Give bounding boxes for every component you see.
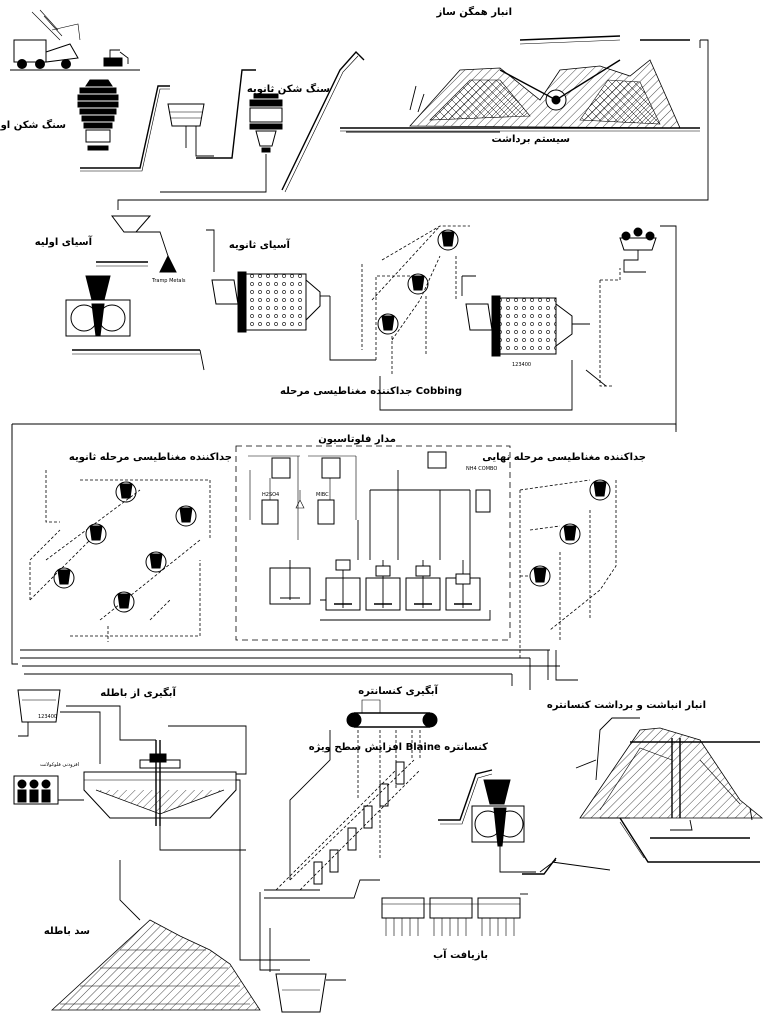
secondary-ball-mill-icon <box>211 271 330 333</box>
haul-truck-icon <box>10 9 140 71</box>
secondary-crusher-icon <box>249 93 283 153</box>
cobbing-separators <box>361 225 470 376</box>
crushing-section: سنگ شکن اولیه سنگ شکن ثانویه <box>0 5 709 210</box>
tailings-pump-box-icon: 123400 <box>17 689 61 737</box>
secondary-crusher-label: سنگ شکن ثانویه <box>247 83 330 95</box>
blaine-hpgr-icon <box>471 779 525 847</box>
milling-section: Tramp Metals آسیای اولیه آسیای ثانویه <box>11 215 677 665</box>
tailings-dam-icon <box>50 919 261 1011</box>
concentrate-storage-label: انبار انباشت و برداشت کنسانتره <box>547 700 706 711</box>
mibc-label: MIBC <box>316 492 329 498</box>
blaine-label: افزایش سطح ویژه Blaine کنسانتره <box>309 742 488 753</box>
tramp-metals-label: Tramp Metals <box>151 278 186 284</box>
flotation-boundary <box>235 445 511 641</box>
reagent-label: NH4 COMBO <box>466 466 497 472</box>
screen-icon <box>167 103 214 157</box>
tailings-thickener-icon <box>83 740 246 851</box>
belt-filter-icon <box>346 699 438 728</box>
homogenizing-stockpile-icon <box>340 35 700 132</box>
dewatering-section: 123400 آبگیری از باطله افزودنی فلوکولانت <box>13 650 764 1013</box>
h2so4-label: H2SO4 <box>262 492 279 498</box>
primary-mill-label: آسیای اولیه <box>35 235 93 248</box>
mill-tag-label: 123400 <box>512 362 531 368</box>
flocculant-label: افزودنی فلوکولانت <box>40 762 79 768</box>
tramp-pile-icon <box>159 254 177 273</box>
final-separator-label: جداکننده مغناطیسی مرحله نهایی <box>482 452 646 463</box>
secondary-mill-label: آسیای ثانویه <box>229 238 291 251</box>
reagent-tank-icon <box>317 499 335 525</box>
separation-section: جداکننده مغناطیسی مرحله ثانویه مدار فلوت… <box>20 434 646 690</box>
feed-hopper-icon <box>111 215 152 233</box>
reagent-tank-icon <box>427 451 447 469</box>
excavator-icon <box>103 49 129 67</box>
concentrate-dewatering-label: آبگیری کنسانتره <box>358 684 438 697</box>
concentrate-sump-icon <box>275 973 346 1013</box>
cobbing-label: جداکننده مغناطیسی مرحله Cobbing <box>280 386 462 397</box>
reagent-tank-icon <box>271 457 291 479</box>
regrind-mill-icon <box>465 295 590 357</box>
thickener-tag: 123400 <box>38 714 57 720</box>
homogenizing-stockpile-label: انبار همگن ساز <box>435 5 512 18</box>
flotation-circuit: H2SO4 MIBC NH4 COMBO <box>248 451 497 621</box>
primary-crusher-icon <box>77 79 119 151</box>
cyclone-cluster-icon <box>619 227 657 273</box>
reagent-tank-icon <box>261 499 279 525</box>
water-recovery-label: بازیافت آب <box>433 948 488 961</box>
water-recovery-icon <box>381 893 528 936</box>
primary-crusher-label: سنگ شکن اولیه <box>0 119 66 131</box>
primary-mill-icon <box>65 275 131 337</box>
filter-train <box>264 759 421 899</box>
reagent-tank-icon <box>321 457 341 479</box>
tailings-dewatering-label: آبگیری از باطله <box>100 686 176 699</box>
flotation-label: مدار فلوتاسیون <box>318 434 396 445</box>
final-separators <box>519 479 617 660</box>
concentrate-storage-icon <box>575 717 764 863</box>
reagent-tank-icon <box>475 489 491 513</box>
tailings-dam-label: سد باطله <box>44 926 90 937</box>
reclaim-system-label: سیستم برداشت <box>492 134 571 145</box>
secondary-separators <box>29 470 211 642</box>
secondary-separator-label: جداکننده مغناطیسی مرحله ثانویه <box>69 452 232 463</box>
flotation-cells-icon <box>325 559 481 611</box>
flocculant-dosing-icon: افزودنی فلوکولانت <box>13 762 84 805</box>
